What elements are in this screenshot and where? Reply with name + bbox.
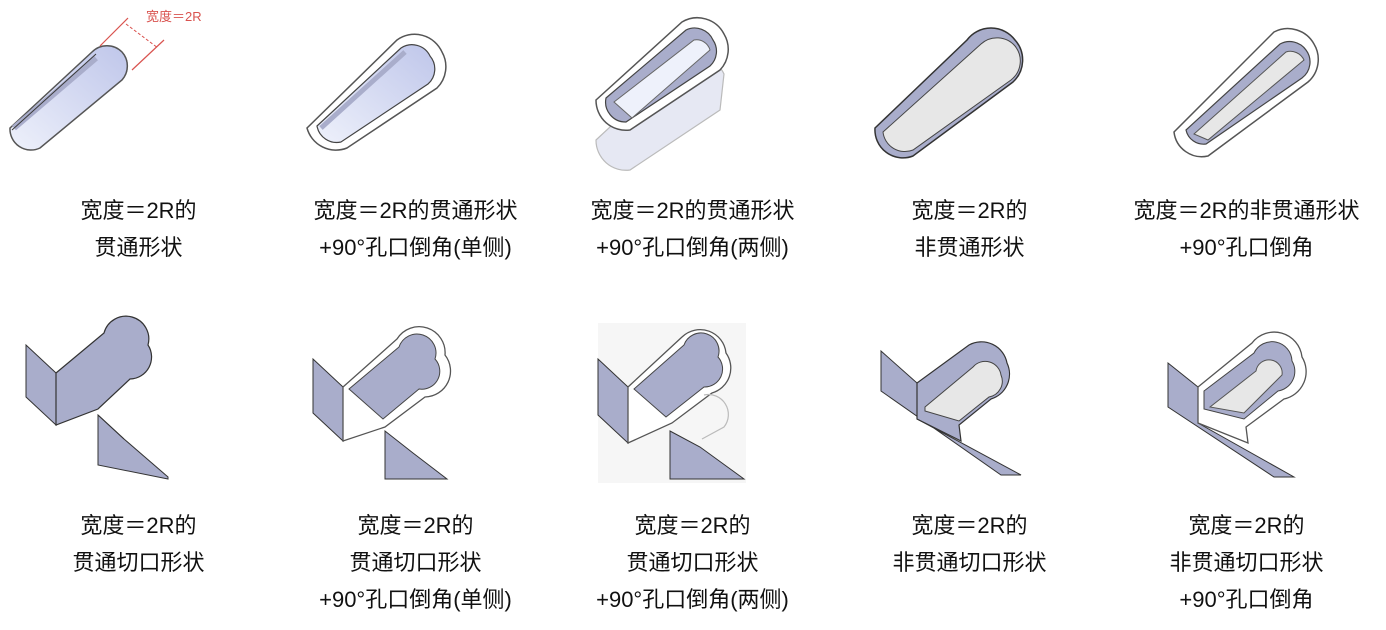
through-slot-chamfer-single-figure [306,33,447,151]
caption: 宽度＝2R的贯通切口形状+90°孔口倒角(两侧) [596,513,789,612]
caption: 宽度＝2R的贯通切口形状+90°孔口倒角(单侧) [319,513,512,612]
dim-extension-line [99,17,129,47]
through-notch-chamfer-single-figure [312,326,452,480]
top-cell-2: 宽度＝2R的贯通形状+90°孔口倒角(单侧) [277,0,554,266]
top-cell-3: 宽度＝2R的贯通形状+90°孔口倒角(两侧) [554,0,831,266]
caption: 宽度＝2R的贯通形状+90°孔口倒角(单侧) [313,198,518,260]
blind-notch-chamfer-figure [1167,331,1307,478]
bottom-cell-3: 宽度＝2R的贯通切口形状+90°孔口倒角(两侧) [554,323,831,618]
blind-slot-figure [874,27,1024,159]
caption: 宽度＝2R的非贯通切口形状+90°孔口倒角 [1169,513,1324,612]
caption: 宽度＝2R的非贯通形状 [911,198,1028,260]
caption: 宽度＝2R的非贯通切口形状 [892,513,1047,575]
bottom-cell-2: 宽度＝2R的贯通切口形状+90°孔口倒角(单侧) [277,325,554,618]
through-notch-figure [25,315,169,480]
bottom-cell-4: 宽度＝2R的非贯通切口形状 [831,325,1108,581]
blind-notch-figure [880,341,1022,476]
caption: 宽度＝2R的贯通切口形状 [72,513,205,575]
bottom-cell-1: 宽度＝2R的贯通切口形状 [0,315,277,581]
through-slot-chamfer-both-figure [595,17,729,171]
top-cell-1: 宽度＝2R 宽度＝2R的贯通形状 [0,0,277,266]
through-notch-chamfer-both-figure [597,323,746,483]
top-cell-4: 宽度＝2R的非贯通形状 [831,0,1108,266]
blind-slot-chamfer-figure [1173,27,1320,158]
caption: 宽度＝2R的贯通形状+90°孔口倒角(两侧) [590,198,795,260]
top-cell-5: 宽度＝2R的非贯通形状+90°孔口倒角 [1108,0,1385,266]
dim-arrow-line [125,23,159,49]
bottom-cell-5: 宽度＝2R的非贯通切口形状+90°孔口倒角 [1108,325,1385,618]
dimension-label: 宽度＝2R [146,9,202,24]
caption: 宽度＝2R的非贯通形状+90°孔口倒角 [1133,198,1360,260]
caption: 宽度＝2R的贯通形状 [80,198,197,260]
through-slot-figure: 宽度＝2R [9,9,202,151]
